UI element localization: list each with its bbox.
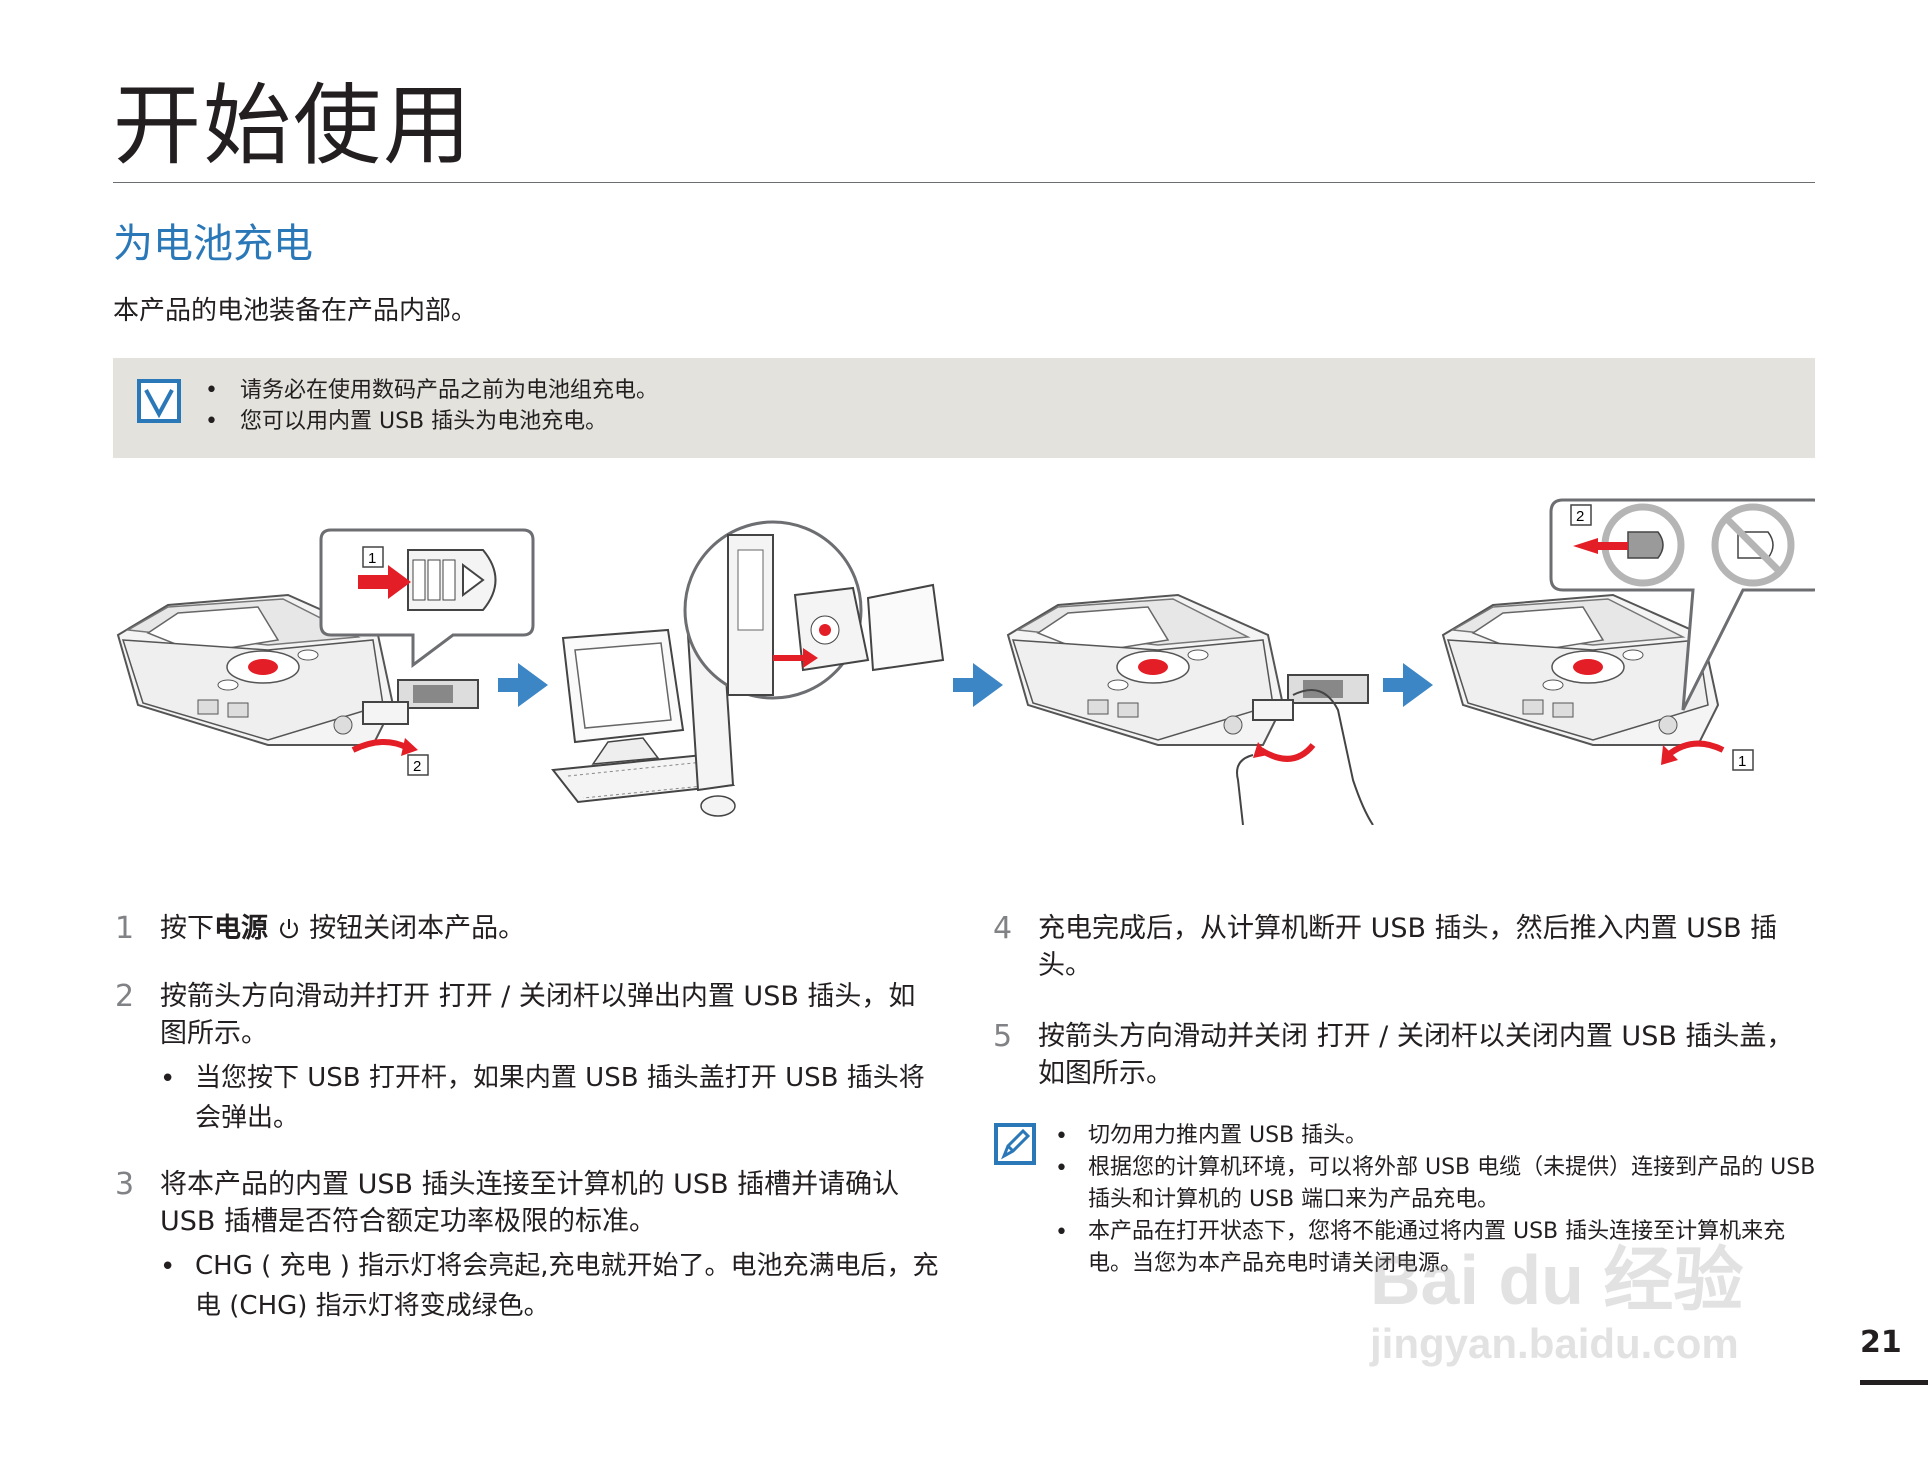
callout-label: 1	[1738, 753, 1746, 770]
callout-label: 2	[1576, 508, 1584, 525]
page-number: 21	[1860, 1325, 1902, 1360]
tip-item: 本产品在打开状态下，您将不能通过将内置 USB 插头连接至计算机来充电。当您为本…	[1088, 1219, 1786, 1276]
step-1-text: 按下电源 按钮关闭本产品。	[160, 913, 526, 944]
scene-close-usb: 2 1	[1442, 498, 1815, 771]
tip-item: 根据您的计算机环境，可以将外部 USB 电缆（未提供）连接到产品的 USB 插头…	[1088, 1155, 1816, 1212]
arrow-right-icon	[953, 663, 1003, 707]
page-number-rule	[1860, 1380, 1928, 1385]
power-icon	[279, 919, 298, 939]
step-3-text: 将本产品的内置 USB 插头连接至计算机的 USB 插槽并请确认 USB 插槽是…	[160, 1169, 900, 1237]
note-box	[113, 358, 1815, 458]
pencil-note-icon	[994, 1123, 1036, 1165]
step-5-text: 按箭头方向滑动并关闭 打开 / 关闭杆以关闭内置 USB 插头盖，如图所示。	[1038, 1021, 1794, 1089]
callout-label: 2	[413, 758, 421, 775]
step-number: 2	[115, 979, 135, 1014]
step-4-text: 充电完成后，从计算机断开 USB 插头，然后推入内置 USB 插头。	[1038, 913, 1778, 981]
charging-illustration: 1 2	[117, 498, 1815, 825]
step-3-bullet: CHG ( 充电 ) 指示灯将会亮起,充电就开始了。电池充满电后，充电 (CHG…	[195, 1251, 939, 1321]
step-2-text: 按箭头方向滑动并打开 打开 / 关闭杆以弹出内置 USB 插头，如图所示。	[160, 981, 916, 1049]
scene-charging	[1007, 594, 1374, 825]
section-title: 为电池充电	[113, 221, 313, 267]
bullet: •	[1055, 1124, 1068, 1149]
bullet: •	[1055, 1156, 1068, 1181]
note-item: •请务必在使用数码产品之前为电池组充电。	[205, 378, 659, 403]
title-divider	[113, 182, 1815, 183]
scene-computer	[551, 520, 945, 817]
step-number: 5	[993, 1019, 1013, 1054]
bullet: •	[1055, 1220, 1068, 1245]
step-2-bullet: 当您按下 USB 打开杆，如果内置 USB 插头盖打开 USB 插头将会弹出。	[195, 1063, 925, 1133]
page-title: 开始使用	[113, 74, 474, 177]
step-number: 3	[115, 1167, 135, 1202]
bullet: •	[160, 1064, 176, 1094]
bullet: •	[160, 1252, 176, 1282]
arrow-right-icon	[498, 663, 548, 707]
callout-label: 1	[368, 550, 376, 567]
tip-item: 切勿用力推内置 USB 插头。	[1088, 1123, 1368, 1148]
watermark: Bai du 经验 jingyan.baidu.com	[1370, 1241, 1744, 1367]
step-number: 4	[993, 911, 1013, 946]
scene-open-usb: 1 2	[117, 528, 535, 776]
intro-text: 本产品的电池装备在产品内部。	[113, 296, 478, 326]
checkmark-note-icon	[137, 379, 181, 423]
arrow-right-icon	[1383, 663, 1433, 707]
note-item: •您可以用内置 USB 插头为电池充电。	[205, 409, 608, 434]
step-number: 1	[115, 911, 135, 946]
